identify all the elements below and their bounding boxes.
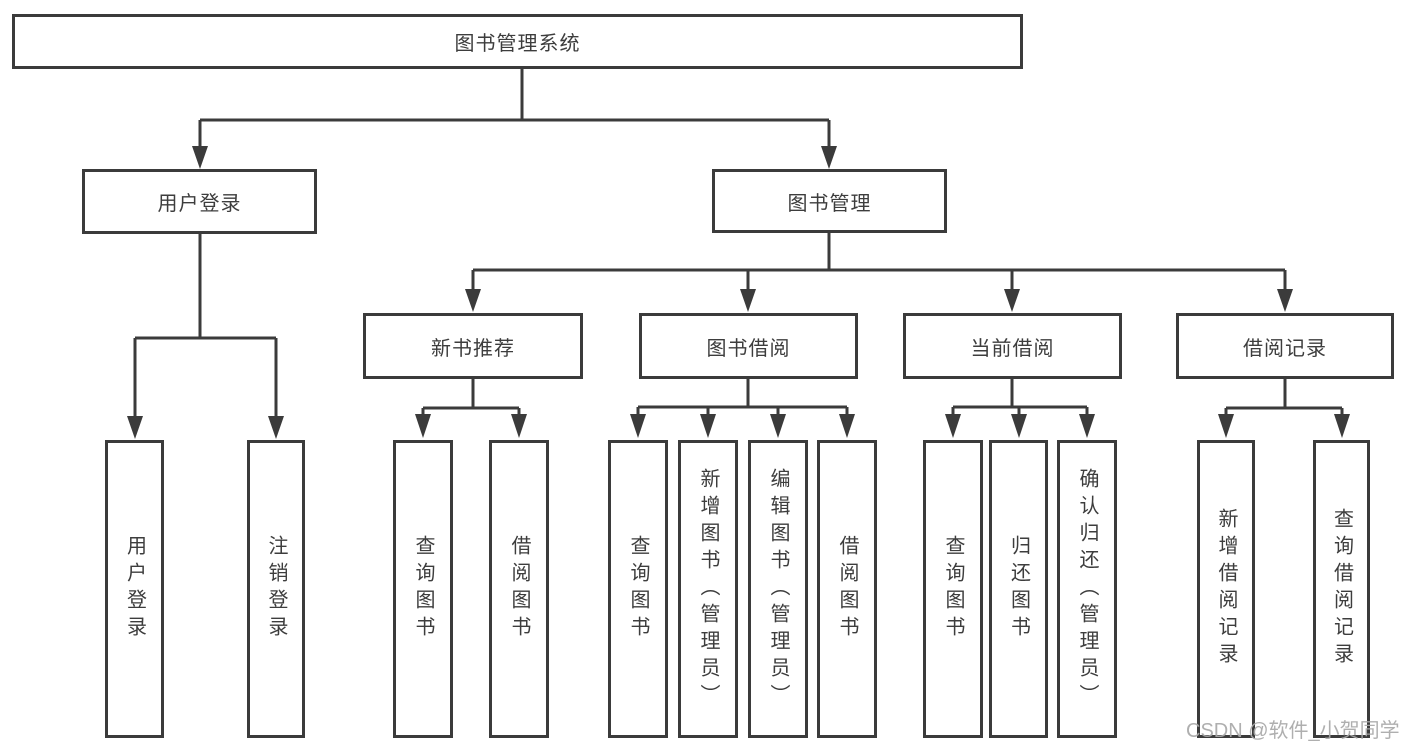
leaf-edit-books-admin: 编辑图书（管理员）: [748, 440, 808, 738]
leaf-query-borrow-record-label: 查询借阅记录: [1330, 508, 1353, 670]
connector-root-to-level2: [198, 68, 831, 148]
arrowheads-current-leaves: [945, 414, 1095, 438]
arrowheads-records-leaves: [1218, 414, 1350, 438]
leaf-recommend-query-books: 查询图书: [393, 440, 453, 738]
leaf-borrow-query-books-label: 查询图书: [627, 535, 649, 643]
leaf-add-books-admin: 新增图书（管理员）: [678, 440, 738, 738]
node-new-book-recommend-label: 新书推荐: [431, 337, 515, 360]
leaf-logout: 注销登录: [247, 440, 305, 738]
leaf-user-login-label: 用户登录: [123, 535, 146, 643]
node-new-book-recommend: 新书推荐: [363, 313, 583, 379]
leaf-current-query-books-label: 查询图书: [942, 535, 964, 643]
csdn-watermark: CSDN @软件_小贺同学: [1186, 720, 1400, 742]
connector-current-to-leaves: [951, 379, 1089, 415]
node-book-management-label: 图书管理: [787, 192, 872, 215]
leaf-confirm-return-admin-label: 确认归还（管理员）: [1076, 467, 1098, 711]
leaf-borrow-books-label: 借阅图书: [836, 535, 858, 643]
node-user-login: 用户登录: [82, 169, 317, 234]
node-user-login-label: 用户登录: [157, 193, 242, 215]
node-book-borrow: 图书借阅: [639, 313, 858, 379]
leaf-confirm-return-admin: 确认归还（管理员）: [1057, 440, 1117, 738]
leaf-user-login: 用户登录: [105, 440, 164, 738]
leaf-return-books: 归还图书: [989, 440, 1048, 738]
leaf-return-books-label: 归还图书: [1007, 535, 1030, 643]
connector-management-to-level3: [471, 233, 1287, 290]
leaf-current-query-books: 查询图书: [923, 440, 983, 738]
connector-recommend-to-leaves: [421, 379, 521, 415]
node-root-label: 图书管理系统: [454, 33, 581, 55]
leaf-recommend-borrow-books-label: 借阅图书: [508, 535, 530, 643]
node-borrow-records: 借阅记录: [1176, 313, 1394, 379]
leaf-query-borrow-record: 查询借阅记录: [1313, 440, 1370, 738]
leaf-borrow-books: 借阅图书: [817, 440, 877, 738]
connector-borrow-to-leaves: [636, 379, 849, 415]
node-borrow-records-label: 借阅记录: [1243, 337, 1327, 360]
arrowheads-level2: [192, 146, 837, 169]
node-current-borrow: 当前借阅: [903, 313, 1122, 379]
arrowheads-login-leaves: [127, 416, 284, 439]
leaf-add-borrow-record: 新增借阅记录: [1197, 440, 1255, 738]
arrowheads-recommend-leaves: [415, 414, 527, 438]
leaf-add-borrow-record-label: 新增借阅记录: [1215, 508, 1237, 670]
leaf-recommend-borrow-books: 借阅图书: [489, 440, 549, 738]
leaf-logout-label: 注销登录: [265, 535, 287, 643]
leaf-borrow-query-books: 查询图书: [608, 440, 668, 738]
leaf-recommend-query-books-label: 查询图书: [412, 535, 434, 643]
arrowheads-level3: [465, 289, 1293, 312]
node-book-management: 图书管理: [712, 169, 947, 233]
connector-login-to-leaves: [133, 234, 278, 418]
node-root: 图书管理系统: [12, 14, 1023, 69]
arrowheads-borrow-leaves: [630, 414, 855, 438]
leaf-edit-books-admin-label: 编辑图书（管理员）: [767, 467, 789, 711]
node-book-borrow-label: 图书借阅: [706, 337, 791, 360]
leaf-add-books-admin-label: 新增图书（管理员）: [697, 467, 719, 711]
node-current-borrow-label: 当前借阅: [970, 337, 1055, 360]
connector-records-to-leaves: [1224, 379, 1344, 415]
